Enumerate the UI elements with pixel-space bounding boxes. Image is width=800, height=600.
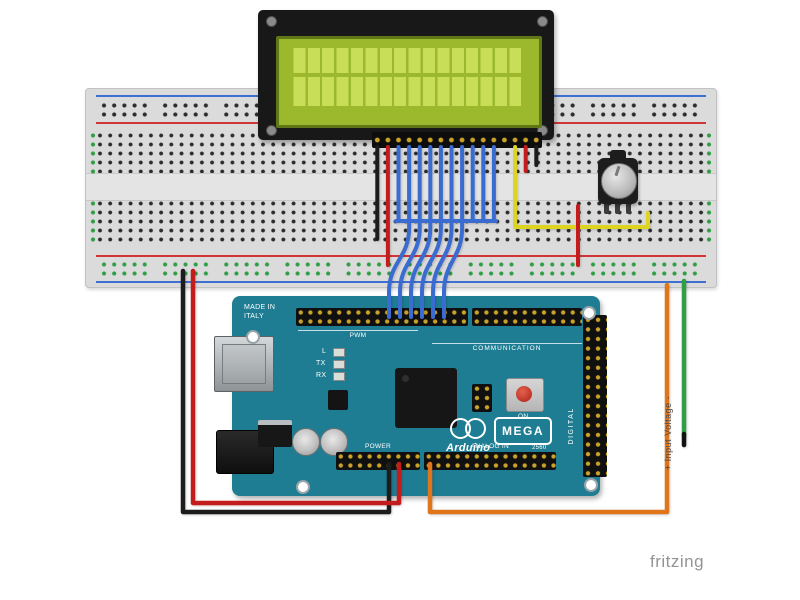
capacitor (292, 428, 320, 456)
led-l-label: L (322, 348, 327, 355)
bottom-rail-blue-line (96, 281, 706, 283)
power-pin-header (336, 452, 420, 470)
lcd-pin-header (372, 132, 542, 148)
bottom-rail-red-line (96, 255, 706, 257)
left-edge-contacts-lower (88, 199, 98, 244)
usb-connector-shell (222, 344, 266, 384)
pwm-label: PWM (349, 332, 367, 339)
l-led (333, 348, 345, 357)
mounting-hole (246, 330, 260, 344)
lcd-character-grid (291, 48, 521, 110)
icsp-header (472, 384, 492, 412)
rx-led (333, 372, 345, 381)
power-section-label: POWER (364, 443, 392, 450)
arduino-logo-icon (465, 418, 486, 439)
pwm-bracket (298, 330, 418, 331)
reset-button-cap (516, 386, 532, 402)
analog-section-label: ANALOG IN (470, 443, 510, 450)
lcd-module-16x2 (258, 10, 554, 148)
lcd-mount-hole (537, 125, 548, 136)
mounting-hole (584, 478, 598, 492)
left-edge-contacts-upper (88, 131, 98, 176)
input-voltage-label: + Input Voltage - (663, 395, 673, 471)
communication-label: COMMUNICATION (472, 345, 542, 352)
mega-model-badge: MEGA (494, 417, 552, 445)
right-edge-contacts-upper (704, 131, 714, 176)
mounting-hole (296, 480, 310, 494)
arduino-mega-board: MADE IN ITALY PWM COMMUNICATION L TX RX … (214, 296, 607, 496)
tx-led (333, 360, 345, 369)
analog-pin-header (424, 452, 556, 470)
digital-pin-header-left (296, 308, 468, 326)
bottom-rail-holes (100, 260, 700, 278)
digital-pin-header-right (583, 315, 607, 477)
mounting-hole (582, 306, 596, 320)
made-in-label-line2: ITALY (244, 313, 264, 320)
lcd-screen (276, 36, 542, 128)
communication-pin-header (472, 308, 582, 326)
lcd-mount-hole (266, 125, 277, 136)
lcd-mount-hole (537, 16, 548, 27)
fritzing-watermark: fritzing (650, 552, 705, 571)
usb-serial-chip (328, 390, 348, 410)
lcd-mount-hole (266, 16, 277, 27)
led-rx-label: RX (316, 372, 327, 379)
communication-bracket (432, 343, 582, 344)
voltage-regulator (258, 420, 292, 447)
right-edge-contacts-lower (704, 199, 714, 244)
chip-pin1-dot (402, 375, 409, 382)
made-in-label-line1: MADE IN (244, 304, 276, 311)
digital-section-label: DIGITAL (568, 407, 576, 445)
led-tx-label: TX (316, 360, 326, 367)
